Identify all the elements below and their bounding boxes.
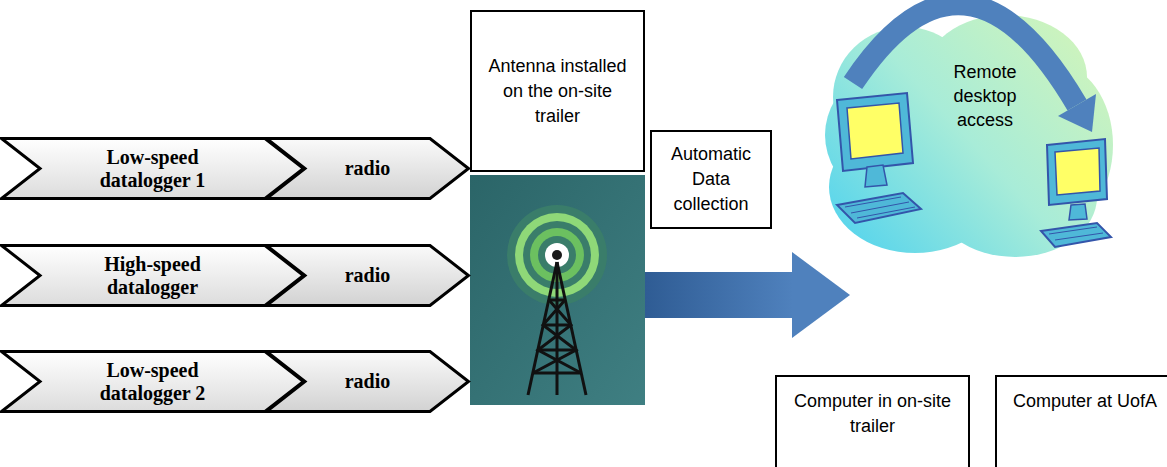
node-label: radio: [345, 264, 391, 287]
label-box: Antenna installed on the on-site trailer: [470, 10, 645, 172]
label-box: Computer at UofA: [995, 375, 1167, 467]
radio-chevron: radio: [265, 137, 470, 200]
datalogger-chevron: Low-speed datalogger 1: [0, 137, 305, 200]
computer-icon: [1041, 139, 1111, 247]
radio-chevron: radio: [265, 244, 470, 307]
node-label: radio: [345, 157, 391, 180]
computer-icon: [837, 93, 921, 223]
radio-chevron: radio: [265, 350, 470, 413]
node-label: Low-speed datalogger 2: [78, 359, 228, 405]
remote-access-cloud: Remote desktop access: [815, 5, 1115, 263]
node-label: Antenna installed on the on-site trailer: [483, 54, 633, 129]
label-box: Automatic Data collection: [650, 130, 772, 229]
node-label: High-speed datalogger: [78, 253, 228, 299]
node-label: Computer in on-site trailer: [785, 389, 960, 439]
label-box: Computer in on-site trailer: [775, 375, 970, 467]
node-label: Computer at UofA: [1013, 389, 1157, 414]
node-label: Low-speed datalogger 1: [78, 146, 228, 192]
node-label: Automatic Data collection: [660, 142, 762, 217]
datalogger-chevron: High-speed datalogger: [0, 244, 305, 307]
cloud-illustration: [815, 5, 1115, 263]
datalogger-chevron: Low-speed datalogger 2: [0, 350, 305, 413]
node-label: radio: [345, 370, 391, 393]
node-label: Remote desktop access: [930, 60, 1040, 132]
data-flow-arrow: [645, 252, 850, 338]
antenna-illustration: [470, 175, 645, 405]
